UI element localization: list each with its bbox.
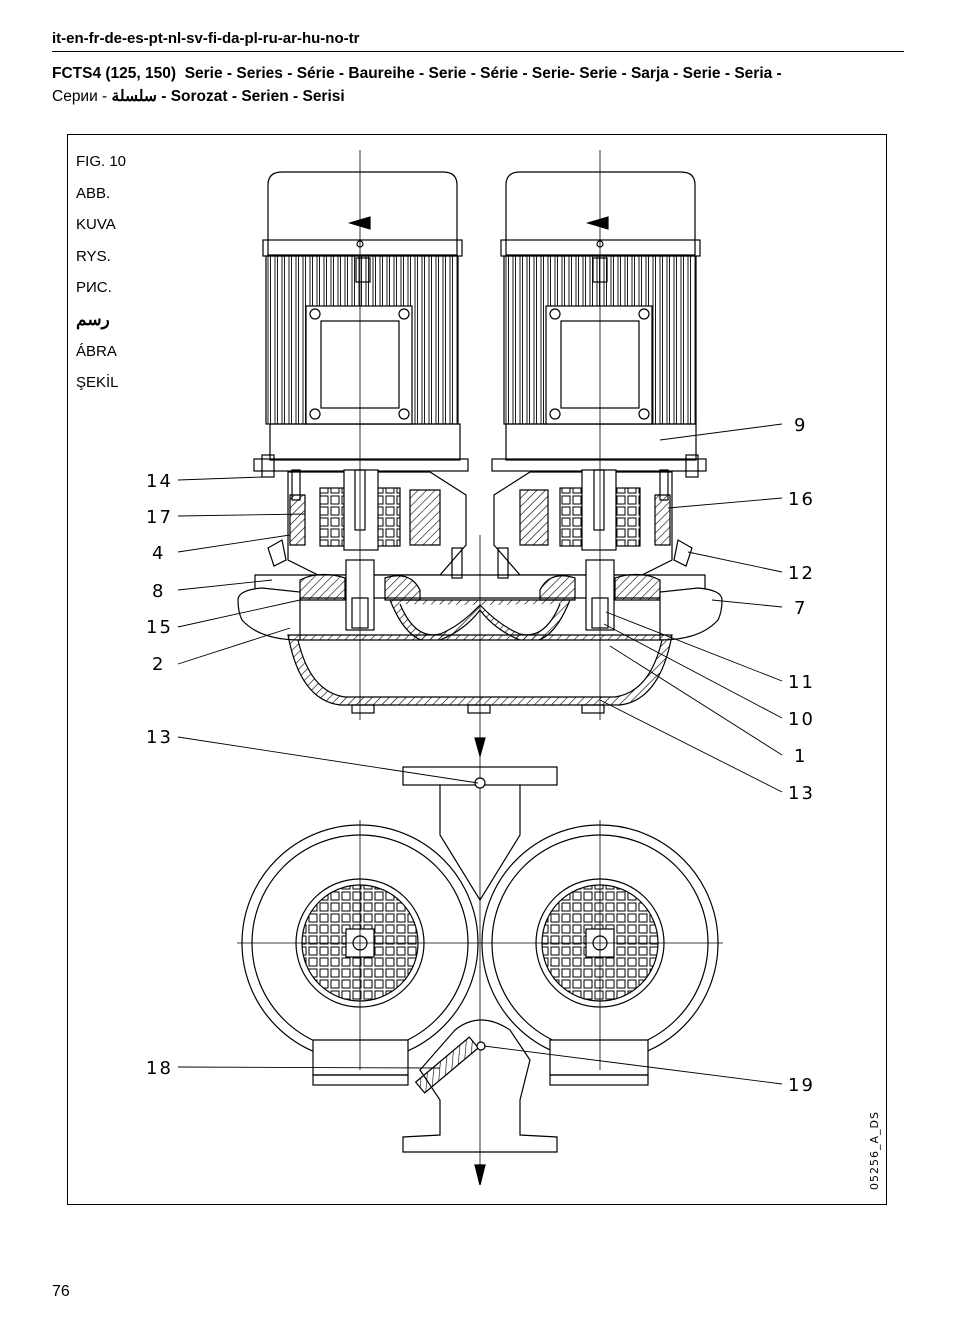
flow-arrow-top [474,737,486,759]
callout-13-left: 13 [146,727,173,748]
figure-label: ŞEKİL [76,374,119,392]
callout-1: 1 [794,746,807,767]
series-russian: Серии - [52,88,108,105]
callout-19: 19 [788,1075,815,1096]
callout-15: 15 [146,617,173,638]
figure-frame [67,134,887,1205]
model-name: FCTS4 (125, 150) [52,65,177,82]
figure-label: ABB. [76,184,111,202]
callout-4: 4 [152,543,165,564]
figure-label: RYS. [76,247,111,265]
figure-label: FIG. 10 [76,153,127,170]
figure-label: KUVA [76,216,116,234]
figure-label: ÁBRA [76,342,117,360]
series-translations-2: - Sorozat - Serien - Serisi [161,88,345,105]
flow-arrow-bottom [474,1164,486,1186]
figure-label: رسم [76,309,110,329]
series-heading: FCTS4 (125, 150) Serie - Series - Série … [52,62,912,108]
callout-9: 9 [794,415,807,436]
leader-lines [177,423,783,1085]
callout-11: 11 [788,672,815,693]
callout-16: 16 [788,489,815,510]
series-translations: Serie - Series - Série - Baureihe - Seri… [184,65,782,82]
drawing-code: 05256_A_DS [868,1111,881,1190]
right-motor [491,171,707,472]
figure-label-list: FIG. 10 ABB. KUVA RYS. РИС. رسم ÁBRA ŞEK… [76,146,126,399]
series-arabic: سلسلة [111,88,157,105]
figure-label: РИС. [76,279,112,297]
callout-18: 18 [146,1058,173,1079]
callout-14: 14 [146,471,173,492]
callout-7: 7 [794,598,807,619]
center-lines [237,150,723,1180]
callout-17: 17 [146,507,173,528]
callout-8: 8 [152,581,165,602]
header-rule [52,51,904,52]
language-codes: it-en-fr-de-es-pt-nl-sv-fi-da-pl-ru-ar-h… [52,30,360,47]
page-number: 76 [52,1283,70,1300]
callout-12: 12 [788,563,815,584]
callout-2: 2 [152,654,165,675]
left-motor [253,171,469,472]
callout-13-right: 13 [788,783,815,804]
callout-10: 10 [788,709,815,730]
pump-plan-view [241,766,719,1153]
